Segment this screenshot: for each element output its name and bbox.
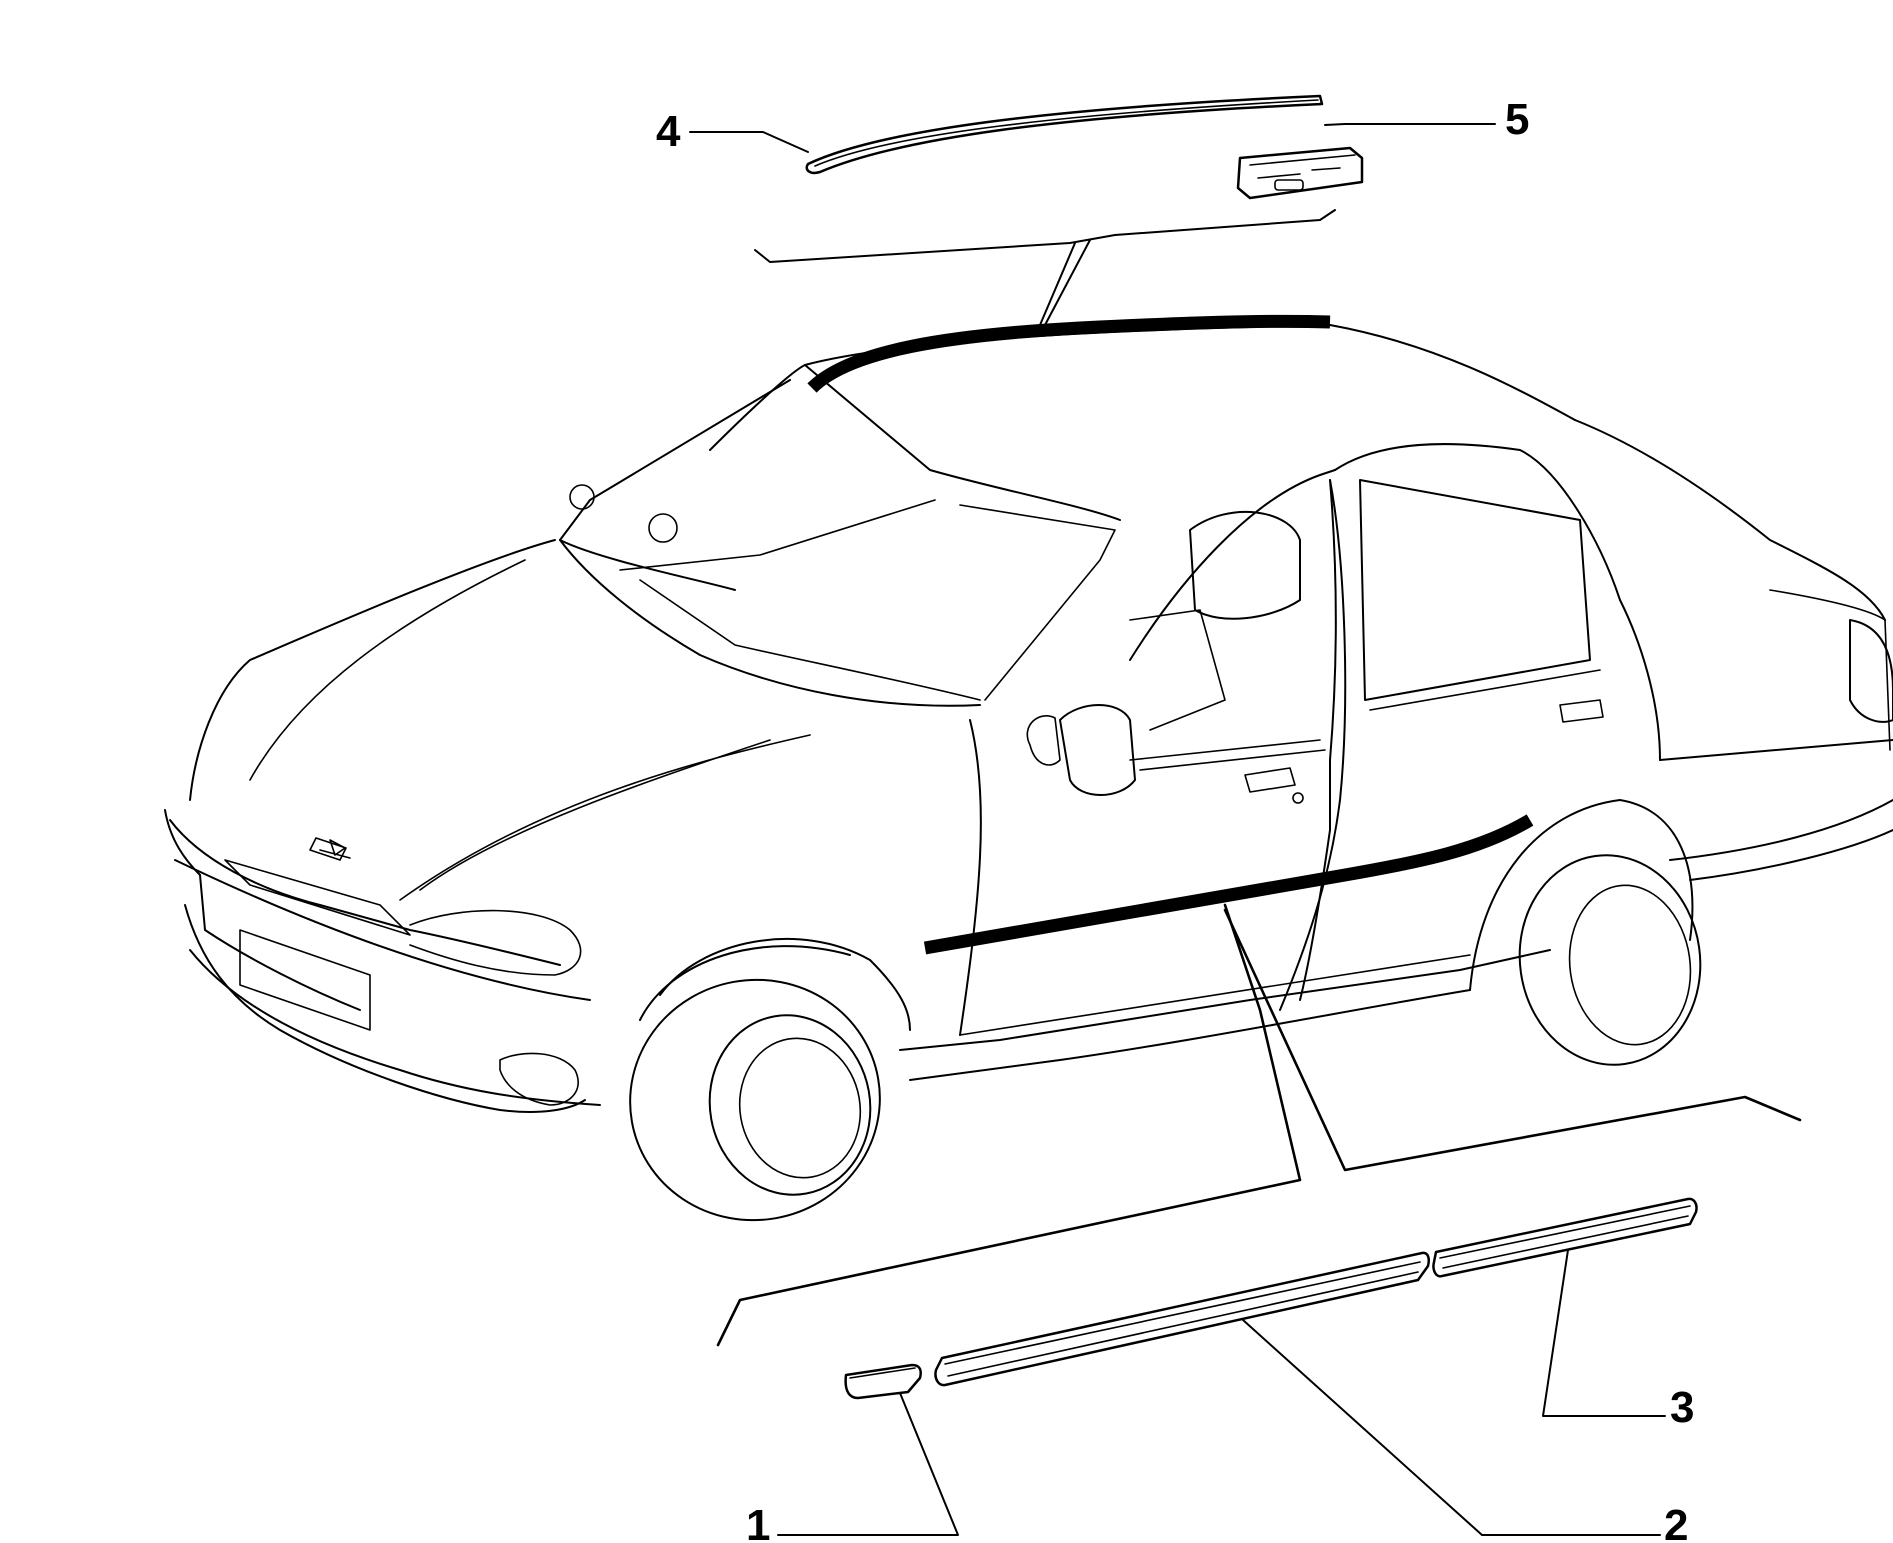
part-4-roof-molding (805, 94, 1324, 175)
callout-2: 2 (1664, 1501, 1688, 1543)
roof-molding-on-car (807, 314, 1331, 393)
car-illustration (164, 324, 1893, 1222)
side-molding-on-car (923, 814, 1534, 955)
bracket-roof (754, 209, 1336, 263)
bracket-roof-pointer (1039, 239, 1091, 326)
leader-2 (1242, 1319, 1661, 1536)
leader-5 (1324, 123, 1496, 126)
bracket-side-rear (1223, 908, 1802, 1172)
callout-1: 1 (746, 1501, 770, 1543)
callout-3: 3 (1670, 1383, 1694, 1432)
leader-1 (777, 1392, 959, 1536)
part-5-clip (1236, 146, 1364, 200)
leader-4 (689, 131, 809, 153)
part-2-front-door-molding (934, 1251, 1430, 1387)
leader-3 (1542, 1249, 1666, 1417)
part-1-front-molding-end (844, 1363, 922, 1400)
part-3-rear-door-molding (1432, 1197, 1698, 1278)
callout-5: 5 (1505, 95, 1529, 144)
bracket-side-front (716, 903, 1302, 1347)
callout-4: 4 (656, 107, 681, 156)
